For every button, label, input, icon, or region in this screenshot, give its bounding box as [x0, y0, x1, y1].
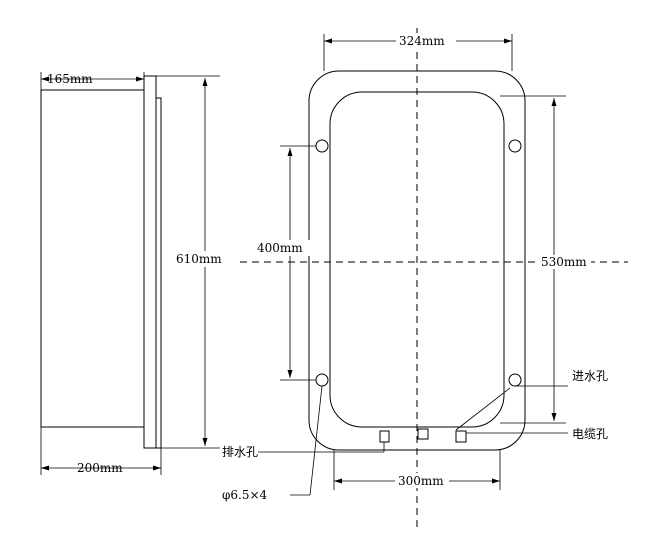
front-view: 324mm 400mm 530mm: [222, 28, 628, 532]
callout-cable-hole: 电缆孔: [455, 387, 608, 441]
dim-side-depth-top: 165mm: [40, 72, 145, 90]
dim-side-depth-top-label: 165mm: [47, 72, 93, 86]
dim-front-width-top: 324mm: [323, 33, 513, 71]
dim-side-depth-bottom-label: 200mm: [77, 461, 123, 475]
dim-inner-height-label: 530mm: [541, 255, 587, 269]
callout-water-inlet: 进水孔: [515, 369, 608, 387]
side-body: [40, 89, 145, 428]
side-plate: [155, 97, 162, 449]
mount-holes-label: φ6.5×4: [222, 488, 268, 502]
dim-side-height-label: 610mm: [176, 252, 222, 266]
dim-front-width-top-label: 324mm: [399, 34, 445, 48]
dim-front-width-bottom-label: 300mm: [398, 474, 444, 488]
mount-hole-bottom-right: [508, 373, 522, 387]
dim-hole-spacing-label: 400mm: [257, 241, 303, 255]
side-flange: [143, 75, 157, 449]
dim-front-width-bottom: 300mm: [333, 450, 501, 490]
dim-inner-height: 530mm: [500, 95, 591, 424]
mount-hole-top-left: [315, 139, 329, 153]
dim-hole-spacing: 400mm: [254, 145, 316, 381]
water-inlet-label: 进水孔: [572, 369, 608, 383]
outer-frame: [308, 70, 526, 451]
cable-hole-label: 电缆孔: [572, 427, 608, 441]
mount-hole-bottom-left: [315, 373, 329, 387]
drain-hole-label: 排水孔: [222, 445, 258, 459]
dim-side-depth-bottom: 200mm: [40, 427, 162, 475]
inner-frame: [329, 91, 505, 428]
cable-hole-marker: [455, 430, 467, 443]
mount-hole-top-right: [508, 139, 522, 153]
drain-hole-marker: [379, 430, 390, 443]
dim-side-height: 610mm: [156, 75, 228, 449]
callout-drain-hole: 排水孔: [222, 442, 385, 459]
side-view: 165mm 610mm 200mm: [40, 72, 228, 475]
callout-mount-holes: φ6.5×4: [222, 385, 323, 502]
center-hole-marker: [417, 428, 429, 440]
